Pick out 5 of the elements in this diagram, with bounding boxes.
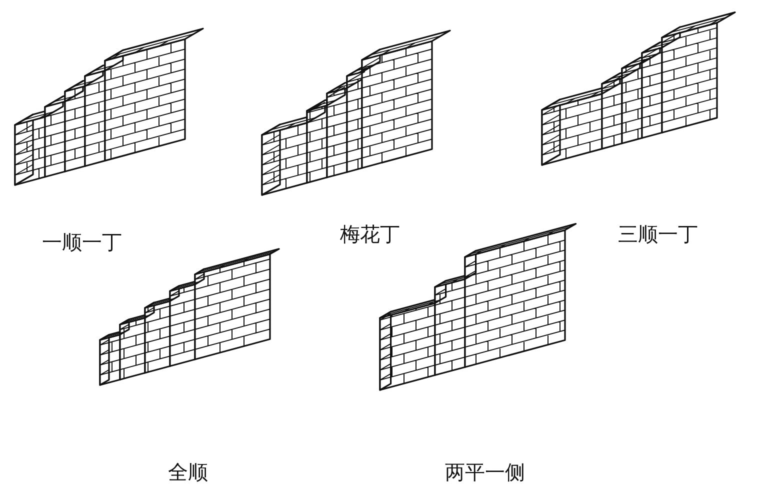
caption: 一顺一丁 bbox=[42, 230, 122, 254]
caption: 三顺一丁 bbox=[618, 222, 698, 246]
caption: 梅花丁 bbox=[340, 222, 400, 246]
caption: 两平一侧 bbox=[445, 460, 525, 484]
caption: 全顺 bbox=[168, 460, 208, 484]
